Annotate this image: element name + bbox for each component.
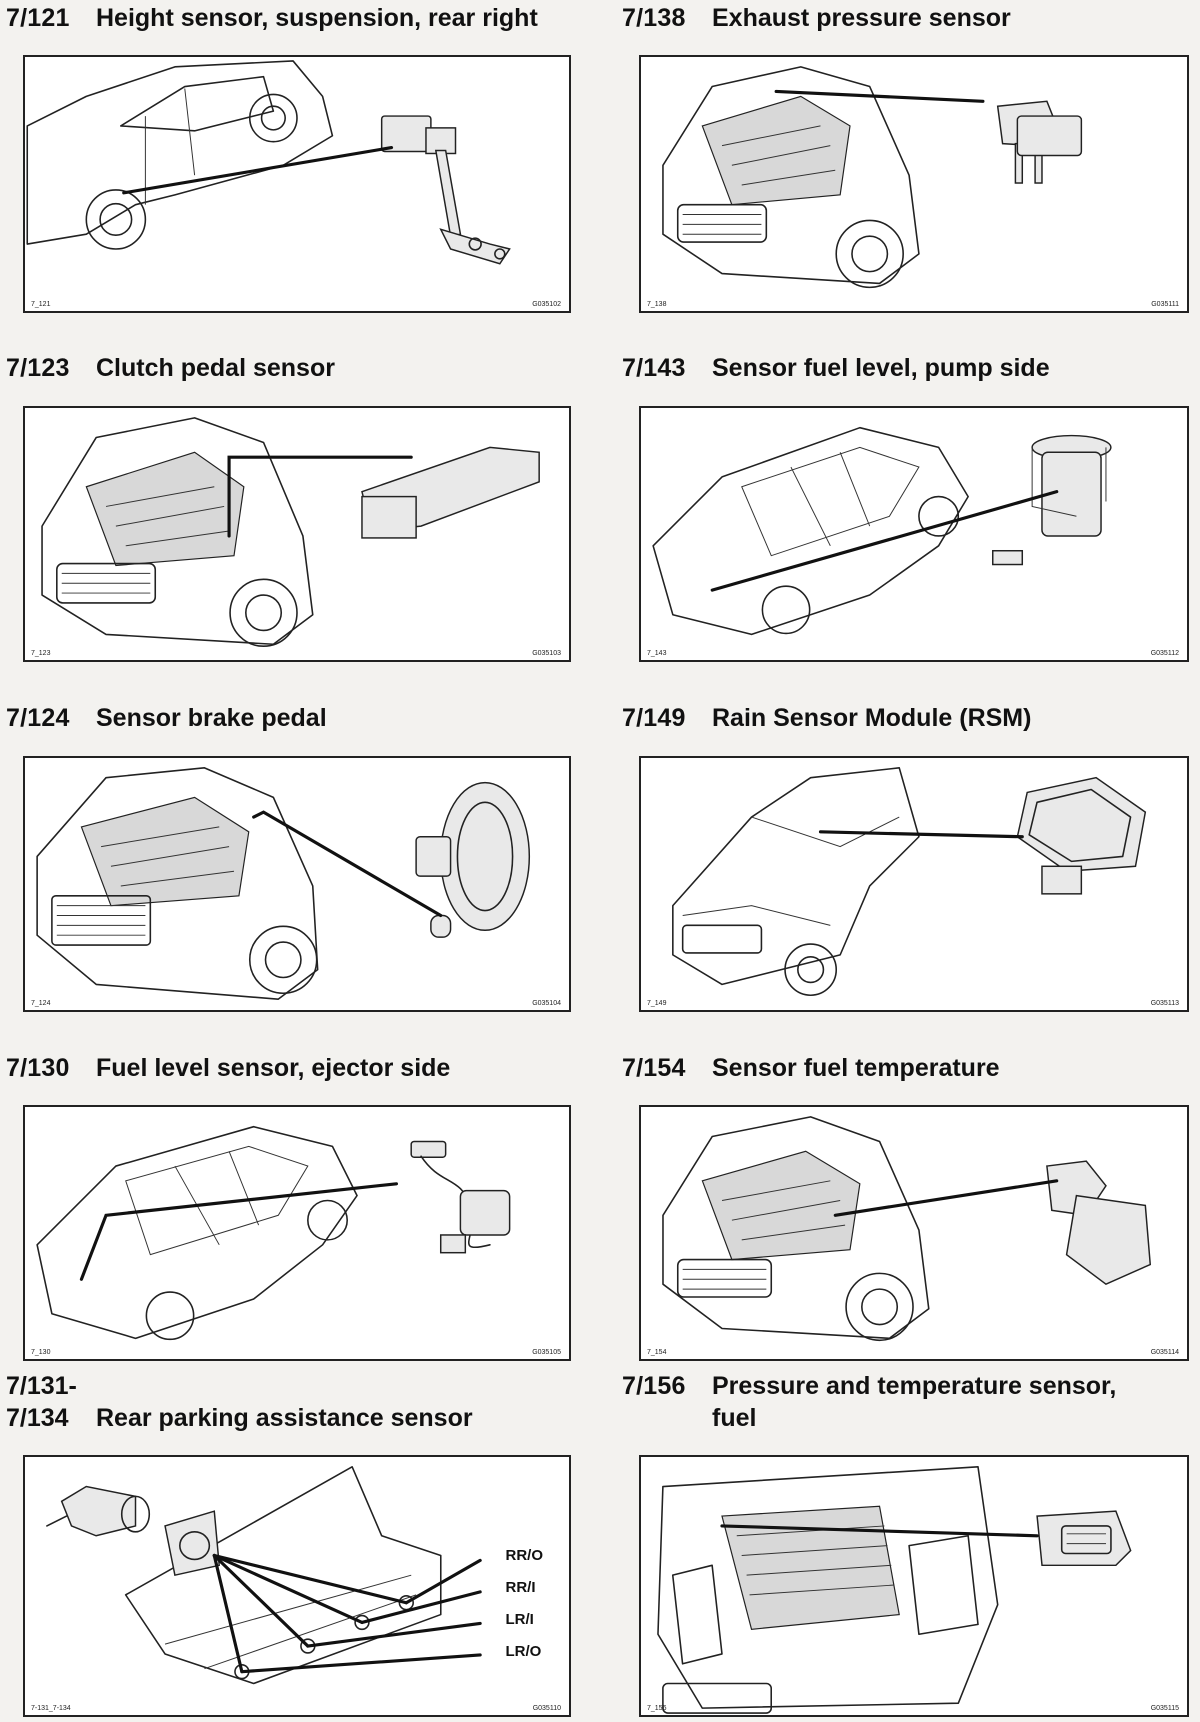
figure-id: G035102 (532, 301, 561, 308)
entry-code: 7/130 (6, 1054, 70, 1082)
figure-sensor-brake-pedal: 7_124 G035104 (23, 756, 571, 1012)
entry-code: 7/138 (622, 4, 686, 32)
entry-code: 7/123 (6, 354, 70, 382)
entry-title: Sensor fuel temperature (712, 1054, 1000, 1082)
entry-7-124: 7/124 Sensor brake pedal (6, 702, 572, 742)
car-overhead-illustration (652, 426, 1112, 636)
engine-bay-top-illustration (657, 1466, 1132, 1714)
entry-7-149: 7/149 Rain Sensor Module (RSM) (622, 702, 1188, 742)
entry-code-line1: 7/131- (6, 1372, 77, 1400)
entry-heading: 7/156 Pressure and temperature sensor, f… (622, 1370, 1188, 1442)
rear-bumper-illustration (46, 1466, 482, 1685)
figure-reference: 7_149 (647, 1000, 667, 1007)
entry-heading: 7/124 Sensor brake pedal (6, 702, 572, 742)
entry-title: Rear parking assistance sensor (96, 1404, 473, 1432)
entry-heading: 7/154 Sensor fuel temperature (622, 1052, 1188, 1092)
entry-7-154: 7/154 Sensor fuel temperature (622, 1052, 1188, 1092)
callout-lr-i: LR/I (505, 1611, 534, 1628)
entry-title-line2: fuel (712, 1404, 757, 1432)
engine-bay-front-illustration (662, 66, 1083, 289)
entry-title: Fuel level sensor, ejector side (96, 1054, 451, 1082)
entry-heading: 7/121 Height sensor, suspension, rear ri… (6, 2, 572, 42)
figure-height-sensor: 7_121 G035102 (23, 55, 571, 313)
figure-reference: 7_138 (647, 301, 667, 308)
entry-heading: 7/138 Exhaust pressure sensor (622, 2, 1188, 42)
entry-code: 7/156 (622, 1372, 686, 1400)
entry-7-121: 7/121 Height sensor, suspension, rear ri… (6, 2, 572, 42)
entry-7-156: 7/156 Pressure and temperature sensor, f… (622, 1370, 1188, 1442)
entry-title: Clutch pedal sensor (96, 354, 335, 382)
figure-reference: 7_143 (647, 650, 667, 657)
entry-heading: 7/131- 7/134 Rear parking assistance sen… (6, 1370, 572, 1442)
entry-title: Sensor fuel level, pump side (712, 354, 1050, 382)
entry-code: 7/124 (6, 704, 70, 732)
figure-id: G035105 (532, 1349, 561, 1356)
car-side-rear-illustration (26, 60, 511, 265)
callout-lr-o: LR/O (505, 1643, 542, 1660)
car-overhead-illustration (36, 1125, 511, 1341)
figure-exhaust-pressure-sensor: 7_138 G035111 (639, 55, 1189, 313)
figure-id: G035113 (1150, 1000, 1179, 1007)
entry-7-123: 7/123 Clutch pedal sensor (6, 352, 572, 392)
entry-title: Exhaust pressure sensor (712, 4, 1011, 32)
entry-code: 7/149 (622, 704, 686, 732)
entry-code: 7/154 (622, 1054, 686, 1082)
figure-reference: 7_124 (31, 1000, 51, 1007)
figure-clutch-pedal-sensor: 7_123 G035103 (23, 406, 571, 662)
figure-reference: 7_121 (31, 301, 51, 308)
entry-title: Height sensor, suspension, rear right (96, 4, 538, 32)
entry-7-131-7-134: 7/131- 7/134 Rear parking assistance sen… (6, 1370, 572, 1442)
figure-id: G035110 (532, 1705, 561, 1712)
entry-title: Sensor brake pedal (96, 704, 327, 732)
figure-id: G035114 (1150, 1349, 1179, 1356)
entry-7-143: 7/143 Sensor fuel level, pump side (622, 352, 1188, 392)
figure-reference: 7_123 (31, 650, 51, 657)
figure-rear-parking-sensors: RR/O RR/I LR/I LR/O 7-131_7-134 G035110 (23, 1455, 571, 1717)
figure-pressure-temperature-sensor: 7_156 G035115 (639, 1455, 1189, 1717)
figure-fuel-level-pump-side: 7_143 G035112 (639, 406, 1189, 662)
car-front-windshield-illustration (672, 767, 1147, 997)
figure-id: G035103 (532, 650, 561, 657)
entry-code-line2: 7/134 (6, 1404, 69, 1432)
entry-heading: 7/149 Rain Sensor Module (RSM) (622, 702, 1188, 742)
entry-title: Rain Sensor Module (RSM) (712, 704, 1032, 732)
figure-reference: 7-131_7-134 (31, 1705, 71, 1712)
figure-id: G035111 (1151, 301, 1179, 308)
entry-title-line1: Pressure and temperature sensor, (712, 1372, 1117, 1400)
figure-id: G035115 (1150, 1705, 1179, 1712)
figure-reference: 7_154 (647, 1349, 667, 1356)
entry-code: 7/121 (6, 4, 70, 32)
entry-heading: 7/123 Clutch pedal sensor (6, 352, 572, 392)
sensor-callouts: RR/O RR/I LR/I LR/O (506, 1547, 544, 1661)
figure-reference: 7_156 (647, 1705, 667, 1712)
figure-rain-sensor-module: 7_149 G035113 (639, 756, 1189, 1012)
entry-heading: 7/143 Sensor fuel level, pump side (622, 352, 1188, 392)
figure-reference: 7_130 (31, 1349, 51, 1356)
engine-bay-front-illustration (662, 1116, 1152, 1342)
callout-rr-o: RR/O (505, 1547, 544, 1564)
engine-bay-front-illustration (36, 767, 531, 1000)
figure-fuel-level-ejector-side: 7_130 G035105 (23, 1105, 571, 1361)
figure-id: G035112 (1150, 650, 1179, 657)
entry-7-130: 7/130 Fuel level sensor, ejector side (6, 1052, 572, 1092)
entry-heading: 7/130 Fuel level sensor, ejector side (6, 1052, 572, 1092)
engine-bay-front-illustration (41, 417, 540, 648)
figure-sensor-fuel-temperature: 7_154 G035114 (639, 1105, 1189, 1361)
entry-title: Pressure and temperature sensor, fuel (712, 1370, 1188, 1434)
entry-code: 7/143 (622, 354, 686, 382)
figure-id: G035104 (532, 1000, 561, 1007)
callout-rr-i: RR/I (505, 1579, 536, 1596)
entry-code: 7/131- 7/134 (6, 1370, 96, 1434)
entry-7-138: 7/138 Exhaust pressure sensor (622, 2, 1188, 42)
